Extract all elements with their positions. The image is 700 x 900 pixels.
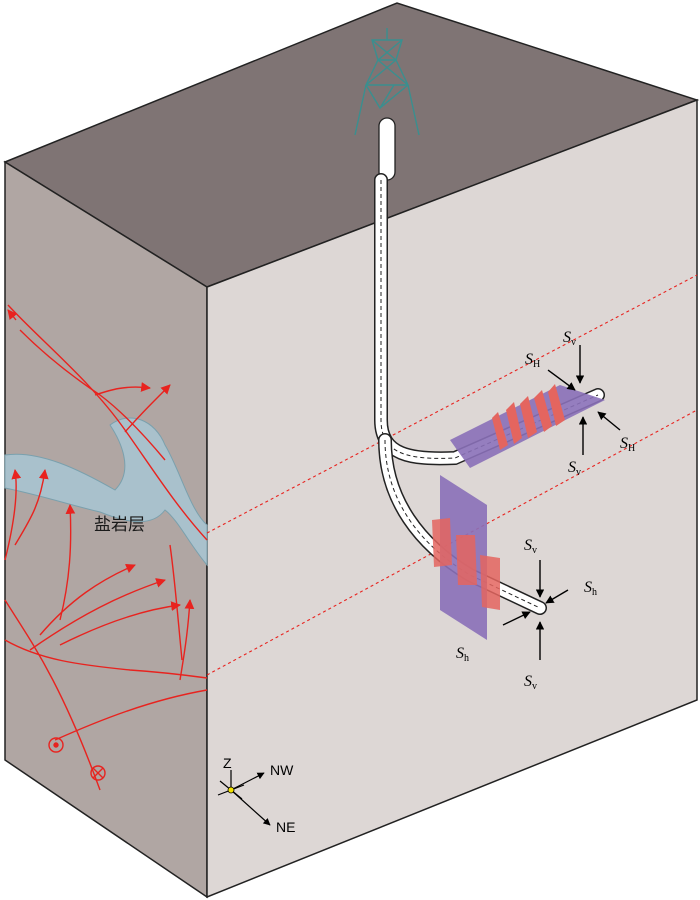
fracture-wing	[456, 535, 477, 585]
fracture-wing	[492, 412, 508, 450]
stress-label-sh-left-lower: Sh	[456, 645, 469, 664]
fracture-wing	[432, 518, 452, 567]
fault-line	[4, 469, 22, 561]
fault-line	[124, 384, 171, 433]
fault-line	[4, 599, 101, 791]
derrick-icon	[354, 28, 420, 136]
layer-boundary-line	[206, 274, 698, 534]
stress-arrow	[597, 411, 621, 431]
stress-arrow	[545, 589, 569, 604]
fault-line	[54, 689, 208, 741]
stress-label-sv-top: Sv	[563, 329, 576, 348]
stress-label-sh-upper: SH	[525, 351, 540, 370]
out-of-plane-symbol	[48, 737, 64, 753]
stress-label-sh-right: SH	[620, 435, 635, 454]
fault-line	[179, 599, 195, 681]
stress-arrows-upper	[547, 345, 621, 455]
fault-line	[29, 578, 166, 651]
salt-layer	[4, 417, 208, 567]
compass-nw-label: NW	[270, 762, 294, 778]
salt-layer-label: 盐岩层	[94, 515, 145, 535]
fracture-set-upper	[450, 384, 605, 468]
stress-label-sh-right-lower: Sh	[584, 579, 597, 598]
compass-nw-axis	[230, 772, 265, 791]
fracture-wing	[534, 390, 552, 432]
stress-label-sv-bottom-lower: Sv	[524, 673, 537, 692]
fault-line	[19, 329, 166, 461]
fault-line	[14, 469, 49, 546]
fracture-wing	[506, 402, 522, 444]
stress-arrow	[502, 611, 531, 626]
fault-line	[7, 309, 18, 321]
fault-slip-symbols	[48, 737, 106, 781]
fault-line	[59, 601, 181, 646]
orientation-compass	[217, 770, 271, 826]
compass-z-label: Z	[223, 755, 232, 771]
fault-line	[59, 504, 76, 621]
stress-arrow	[547, 369, 576, 391]
stress-label-sv-bottom-upper: Sv	[568, 459, 581, 478]
fault-line	[7, 304, 208, 541]
fault-lines	[4, 304, 208, 791]
fault-line	[169, 544, 183, 661]
fault-line	[94, 382, 151, 396]
fracture-wing	[548, 384, 565, 426]
wellbore-casing	[378, 117, 396, 181]
fracture-set-lower	[432, 475, 500, 640]
compass-ne-label: NE	[276, 819, 295, 835]
fault-line	[39, 563, 136, 636]
fault-line	[4, 639, 208, 679]
fracture-wing	[480, 555, 500, 610]
fracture-wing	[520, 396, 537, 438]
into-plane-symbol	[90, 765, 106, 781]
stress-label-sv-top-lower: Sv	[524, 537, 537, 556]
stress-arrows-lower	[502, 560, 569, 660]
